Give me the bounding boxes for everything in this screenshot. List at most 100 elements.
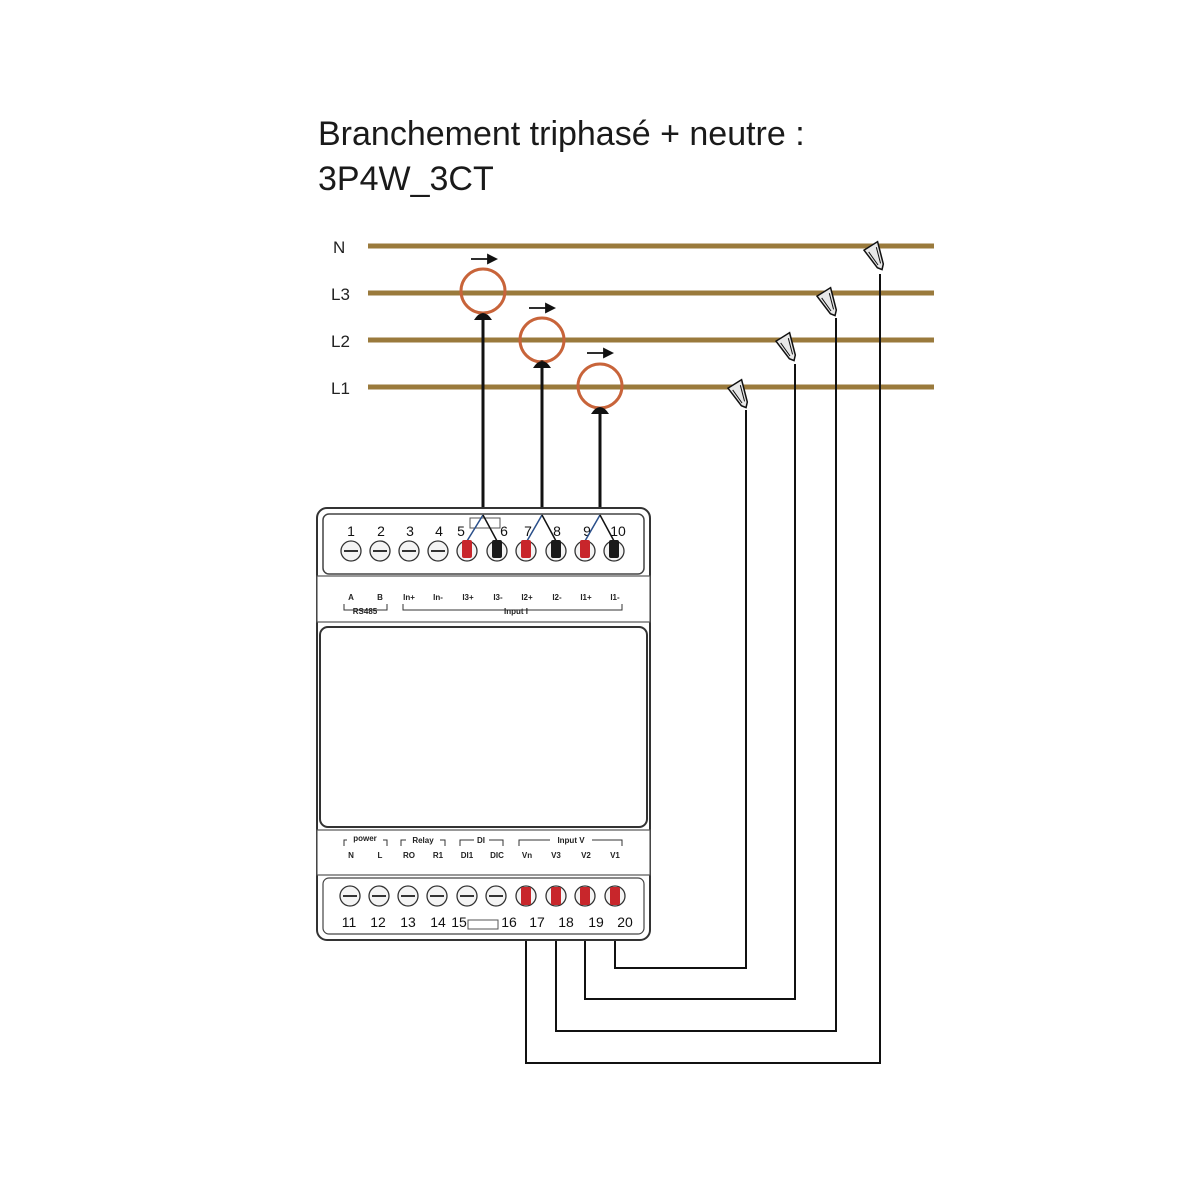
terminal-label: I3- [493, 593, 503, 602]
line-label-n: N [333, 238, 345, 257]
meter-bottom-label-band [316, 829, 651, 876]
bottom-terminal-plugs [521, 887, 620, 905]
screw-icon [426, 885, 448, 907]
terminal-label: In+ [403, 593, 415, 602]
terminal-label: Vn [522, 851, 532, 860]
top-terminal-labels: A B In+ In- I3+ I3- I2+ I2- I1+ I1- [348, 593, 620, 602]
line-label-l3: L3 [331, 285, 350, 304]
terminal-label: N [348, 851, 354, 860]
terminal-number: 14 [430, 914, 446, 930]
terminal-number: 7 [524, 523, 532, 539]
terminal-number: 6 [500, 523, 508, 539]
terminal-number: 5 [457, 523, 465, 539]
terminal-number: 2 [377, 523, 385, 539]
arrow-icon [587, 347, 615, 359]
wire-l3-to-v3 [555, 318, 837, 1032]
screw-icon [398, 540, 420, 562]
terminal-number: 1 [347, 523, 355, 539]
terminal-label: V3 [551, 851, 561, 860]
screw-icon [397, 885, 419, 907]
wire-l1-to-v1 [614, 410, 747, 969]
bottom-group-brackets [343, 839, 623, 846]
plug-i2-plus [521, 540, 531, 558]
group-label-input-i: Input I [504, 607, 528, 616]
terminal-number: 4 [435, 523, 443, 539]
energy-meter [316, 507, 651, 941]
arrow-icon [529, 302, 557, 314]
terminal-label: I1+ [580, 593, 592, 602]
terminal-label: B [377, 593, 383, 602]
terminal-number: 18 [558, 914, 574, 930]
terminal-label: V2 [581, 851, 591, 860]
group-label-relay: Relay [412, 836, 434, 845]
plug-i2-minus [551, 540, 561, 558]
terminal-number: 3 [406, 523, 414, 539]
terminal-label: I2+ [521, 593, 533, 602]
terminal-number: 17 [529, 914, 545, 930]
line-label-l2: L2 [331, 332, 350, 351]
terminal-label: In- [433, 593, 443, 602]
screw-icon [485, 885, 507, 907]
terminal-number: 10 [610, 523, 626, 539]
terminal-label: DI1 [461, 851, 474, 860]
meter-top-label-band [316, 575, 651, 623]
group-label-input-v: Input V [557, 836, 585, 845]
top-group-brackets [343, 604, 623, 611]
voltage-wires [525, 274, 881, 1064]
terminal-number: 8 [553, 523, 561, 539]
screw-icon [456, 885, 478, 907]
bottom-terminal-labels: N L RO R1 DI1 DIC Vn V3 V2 V1 [348, 851, 620, 860]
plug-i1-plus [580, 540, 590, 558]
clamp-icon-l2 [775, 331, 805, 364]
plug-v2 [580, 887, 590, 905]
terminal-label: A [348, 593, 354, 602]
ct-l1 [576, 347, 624, 515]
terminal-number: 12 [370, 914, 386, 930]
wire-n-to-vn [525, 274, 881, 1064]
plug-v1 [610, 887, 620, 905]
top-terminal-numbers: 1 2 3 4 5 6 7 8 9 10 [347, 523, 626, 539]
terminal-number: 19 [588, 914, 604, 930]
plug-vn [521, 887, 531, 905]
title-line-1: Branchement triphasé + neutre : [318, 115, 805, 153]
arrow-icon [471, 253, 499, 265]
plug-i3-minus [492, 540, 502, 558]
screw-icon [369, 540, 391, 562]
bottom-terminal-numbers: 11 12 13 14 15 16 17 18 19 20 [342, 914, 633, 930]
plug-v3 [551, 887, 561, 905]
terminal-label: I3+ [462, 593, 474, 602]
screw-icon [340, 540, 362, 562]
terminal-label: RO [403, 851, 415, 860]
terminal-number: 9 [583, 523, 591, 539]
terminal-number: 11 [342, 914, 357, 930]
terminal-number: 20 [617, 914, 633, 930]
ct-l3 [459, 253, 507, 515]
group-label-di: DI [477, 836, 485, 845]
meter-bottom-clip [467, 919, 499, 930]
terminal-label: I2- [552, 593, 562, 602]
screw-icon [339, 885, 361, 907]
terminal-label: DIC [490, 851, 504, 860]
wire-l2-to-v2 [584, 364, 796, 1000]
ct-l2 [518, 302, 566, 515]
terminal-label: L [378, 851, 383, 860]
title-line-2: 3P4W_3CT [318, 160, 494, 198]
ct-l2-plug [533, 361, 551, 368]
terminal-number: 15 [451, 914, 467, 930]
terminal-number: 16 [501, 914, 517, 930]
group-label-rs485: RS485 [353, 607, 378, 616]
screw-icon [368, 885, 390, 907]
ct-l3-plug [474, 313, 492, 320]
terminal-label: R1 [433, 851, 444, 860]
terminal-label: I1- [610, 593, 620, 602]
bus-bars [368, 243, 934, 390]
ct-terminal-wires [466, 514, 615, 542]
plug-i3-plus [462, 540, 472, 558]
terminal-number: 13 [400, 914, 416, 930]
terminal-label: V1 [610, 851, 620, 860]
top-terminal-plugs [462, 540, 619, 558]
clamp-icon-l1 [727, 378, 757, 411]
ct-l1-plug [591, 407, 609, 414]
line-label-l1: L1 [331, 379, 350, 398]
